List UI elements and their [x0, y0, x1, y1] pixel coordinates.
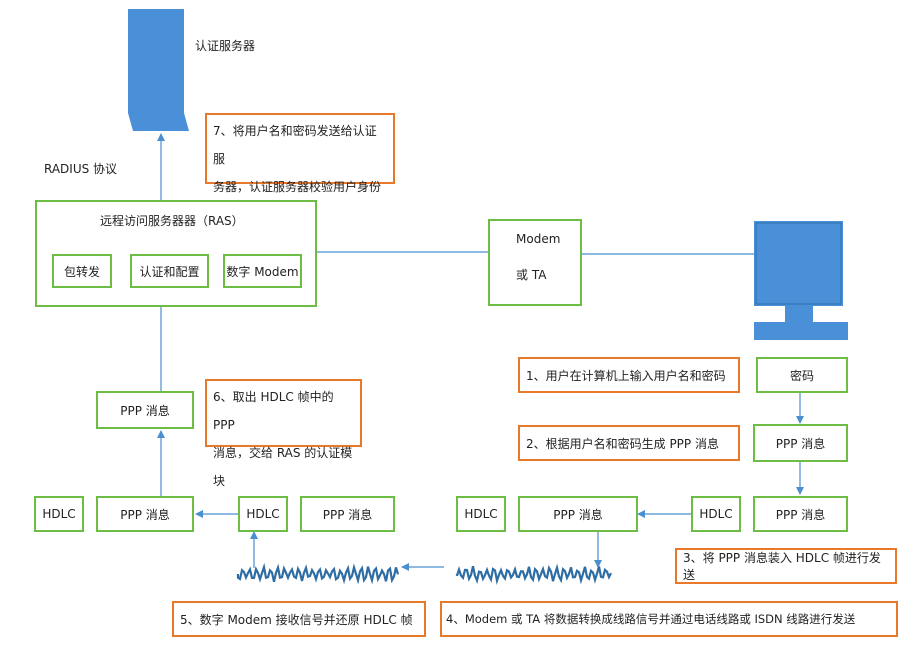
right-row-hdlc-1-label: HDLC	[464, 507, 498, 521]
step-6-box: 6、取出 HDLC 帧中的 PPP 消息，交给 RAS 的认证模块	[205, 379, 362, 488]
signal-wave-left	[236, 562, 400, 585]
step-3-box: 3、将 PPP 消息装入 HDLC 帧进行发送	[675, 548, 897, 584]
ras-module-digital-modem: 数字 Modem	[223, 254, 302, 288]
left-ppp-box: PPP 消息	[96, 391, 194, 429]
ras-module-digital-modem-label: 数字 Modem	[226, 264, 299, 279]
ras-container: 远程访问服务器器（RAS） 包转发 认证和配置 数字 Modem	[35, 200, 317, 307]
left-row-hdlc-2-label: HDLC	[246, 507, 280, 521]
step-1-box: 1、用户在计算机上输入用户名和密码	[518, 357, 740, 393]
right-row-ppp-1-label: PPP 消息	[553, 507, 603, 522]
right-row-ppp-2-label: PPP 消息	[775, 507, 826, 522]
right-row-hdlc-1: HDLC	[456, 496, 506, 532]
step-5-text: 5、数字 Modem 接收信号并还原 HDLC 帧	[180, 612, 413, 627]
step-2-box: 2、根据用户名和密码生成 PPP 消息	[518, 425, 740, 461]
step-3-text: 3、将 PPP 消息装入 HDLC 帧进行发送	[683, 551, 881, 582]
modem-line-2: 或 TA	[516, 268, 547, 282]
left-row-ppp-1-label: PPP 消息	[120, 507, 170, 522]
right-row-ppp-2: PPP 消息	[753, 496, 848, 532]
step-6-line-1: 6、取出 HDLC 帧中的 PPP	[213, 390, 334, 432]
left-row-ppp-2: PPP 消息	[300, 496, 395, 532]
auth-server-label: 认证服务器	[195, 39, 256, 53]
right-row-hdlc-2-label: HDLC	[699, 507, 733, 521]
step-7-box: 7、将用户名和密码发送给认证服 务器，认证服务器校验用户身份	[205, 113, 395, 194]
step-5-box: 5、数字 Modem 接收信号并还原 HDLC 帧	[172, 601, 426, 637]
step-4-text: 4、Modem 或 TA 将数据转换成线路信号并通过电话线路或 ISDN 线路进…	[446, 612, 856, 626]
signal-wave-right	[455, 563, 612, 585]
radius-label: RADIUS 协议	[44, 162, 118, 176]
ras-module-auth-label: 认证和配置	[139, 264, 200, 279]
computer-icon	[754, 221, 848, 340]
right-ppp-box: PPP 消息	[753, 424, 848, 462]
left-row-ppp-1: PPP 消息	[96, 496, 194, 532]
right-row-ppp-1: PPP 消息	[518, 496, 638, 532]
ras-module-auth: 认证和配置	[130, 254, 209, 288]
left-row-hdlc-2: HDLC	[238, 496, 288, 532]
ras-module-forwarding: 包转发	[52, 254, 112, 288]
left-row-hdlc-1-label: HDLC	[42, 507, 76, 521]
right-ppp-label: PPP 消息	[775, 436, 826, 451]
right-row-hdlc-2: HDLC	[691, 496, 741, 532]
step-1-text: 1、用户在计算机上输入用户名和密码	[526, 368, 726, 383]
password-box: 密码	[756, 357, 848, 393]
ras-title: 远程访问服务器器（RAS）	[100, 214, 244, 228]
step-6-line-2: 消息，交给 RAS 的认证模块	[213, 446, 353, 488]
modem-box: Modem 或 TA	[488, 219, 582, 306]
left-row-ppp-2-label: PPP 消息	[322, 507, 373, 522]
left-row-hdlc-1: HDLC	[34, 496, 84, 532]
step-7-line-1: 7、将用户名和密码发送给认证服	[213, 124, 377, 166]
step-2-text: 2、根据用户名和密码生成 PPP 消息	[526, 436, 719, 451]
password-label: 密码	[789, 368, 814, 383]
modem-line-1: Modem	[516, 232, 561, 246]
left-ppp-label: PPP 消息	[120, 403, 170, 418]
ras-module-forwarding-label: 包转发	[63, 264, 100, 279]
step-4-box: 4、Modem 或 TA 将数据转换成线路信号并通过电话线路或 ISDN 线路进…	[440, 601, 898, 637]
step-7-line-2: 务器，认证服务器校验用户身份	[213, 180, 382, 194]
auth-server-icon	[128, 9, 189, 131]
